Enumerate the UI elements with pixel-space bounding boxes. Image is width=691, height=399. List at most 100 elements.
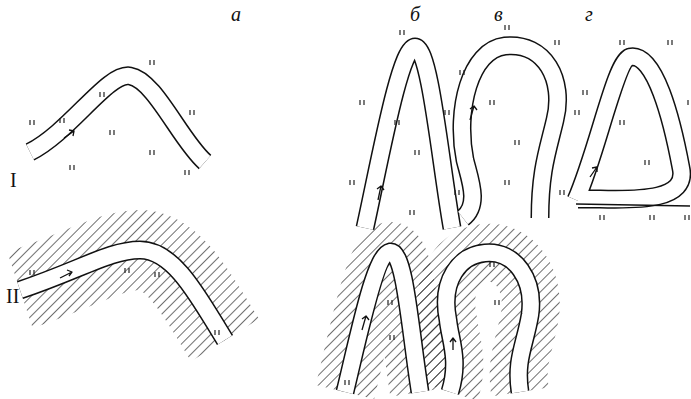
- rock-layer-fill: [30, 76, 205, 162]
- row-numeral: II: [6, 286, 19, 306]
- texture-tick: [153, 60, 154, 65]
- texture-tick: [454, 190, 455, 195]
- texture-tick: [149, 60, 150, 65]
- texture-tick: [667, 40, 668, 45]
- texture-tick: [574, 110, 575, 115]
- texture-tick: [398, 120, 399, 125]
- texture-tick: [554, 40, 555, 45]
- rock-layer-fill: [576, 57, 682, 200]
- texture-tick: [349, 180, 350, 185]
- texture-tick: [188, 170, 189, 175]
- column-letter: б: [410, 4, 420, 24]
- texture-tick: [458, 190, 459, 195]
- texture-tick: [563, 190, 564, 195]
- texture-tick: [599, 215, 600, 220]
- texture-tick: [353, 180, 354, 185]
- texture-tick: [623, 120, 624, 125]
- texture-tick: [128, 268, 129, 273]
- layer-line: [576, 204, 690, 206]
- rock-layer-fill: [462, 46, 558, 218]
- texture-tick: [409, 210, 410, 215]
- texture-tick: [109, 130, 110, 135]
- texture-tick: [363, 100, 364, 105]
- texture-tick: [619, 40, 620, 45]
- texture-tick: [184, 170, 185, 175]
- texture-tick: [648, 160, 649, 165]
- texture-tick: [399, 30, 400, 35]
- texture-tick: [29, 120, 30, 125]
- texture-tick: [448, 110, 449, 115]
- texture-tick: [688, 215, 689, 220]
- texture-tick: [558, 40, 559, 45]
- flow-arrow: [60, 106, 597, 350]
- texture-tick: [649, 215, 650, 220]
- texture-tick: [189, 110, 190, 115]
- texture-tick: [59, 118, 60, 123]
- texture-tick: [149, 150, 150, 155]
- rock-layer: [365, 47, 452, 228]
- rock-layer: [20, 250, 225, 340]
- rock-layer-fill: [446, 253, 531, 392]
- texture-tick: [582, 90, 583, 95]
- texture-tick: [99, 92, 100, 97]
- texture-tick: [498, 300, 499, 305]
- texture-tick: [413, 210, 414, 215]
- row-numeral: I: [10, 170, 17, 190]
- texture-tick: [113, 130, 114, 135]
- texture-tick: [463, 70, 464, 75]
- rock-layer-fill: [345, 252, 420, 392]
- texture-tick: [653, 215, 654, 220]
- texture-tick: [393, 335, 394, 340]
- texture-tick: [444, 110, 445, 115]
- texture-tick: [623, 40, 624, 45]
- rock-layer: [30, 76, 205, 162]
- rock-layer-fill: [365, 47, 452, 228]
- texture-tick: [218, 330, 219, 335]
- texture-tick: [559, 190, 560, 195]
- texture-tick: [344, 380, 345, 385]
- texture-tick: [391, 300, 392, 305]
- texture-tick: [33, 270, 34, 275]
- texture-tick: [153, 150, 154, 155]
- texture-tick: [63, 118, 64, 123]
- texture-tick: [619, 120, 620, 125]
- texture-tick: [644, 160, 645, 165]
- hatched-rock: [20, 250, 225, 340]
- rock-layer: [446, 253, 531, 392]
- column-letter: г: [585, 4, 593, 24]
- texture-tick: [508, 25, 509, 30]
- texture-tick: [389, 335, 390, 340]
- column-letter: а: [231, 4, 241, 24]
- rock-layer-fill: [20, 250, 225, 340]
- texture-tick: [387, 300, 388, 305]
- texture-tick: [578, 110, 579, 115]
- texture-tick: [33, 120, 34, 125]
- texture-tick: [687, 100, 688, 105]
- texture-tick: [158, 272, 159, 277]
- hatched-rock: [345, 252, 420, 392]
- rock-layer: [462, 46, 558, 218]
- texture-tick: [493, 262, 494, 267]
- texture-tick: [586, 90, 587, 95]
- texture-tick: [518, 140, 519, 145]
- texture-tick: [684, 215, 685, 220]
- texture-tick: [504, 25, 505, 30]
- rock-layer: [576, 57, 682, 200]
- texture-tick: [508, 180, 509, 185]
- texture-tick: [504, 180, 505, 185]
- texture-tick: [403, 30, 404, 35]
- texture-tick: [394, 120, 395, 125]
- texture-tick: [494, 300, 495, 305]
- texture-tick: [193, 110, 194, 115]
- texture-tick: [214, 330, 215, 335]
- texture-tick: [103, 92, 104, 97]
- texture-tick: [489, 100, 490, 105]
- texture-tick: [603, 215, 604, 220]
- texture-tick: [29, 270, 30, 275]
- texture-tick: [359, 100, 360, 105]
- texture-tick: [514, 140, 515, 145]
- texture-tick: [418, 150, 419, 155]
- texture-tick: [69, 165, 70, 170]
- texture-tick: [73, 165, 74, 170]
